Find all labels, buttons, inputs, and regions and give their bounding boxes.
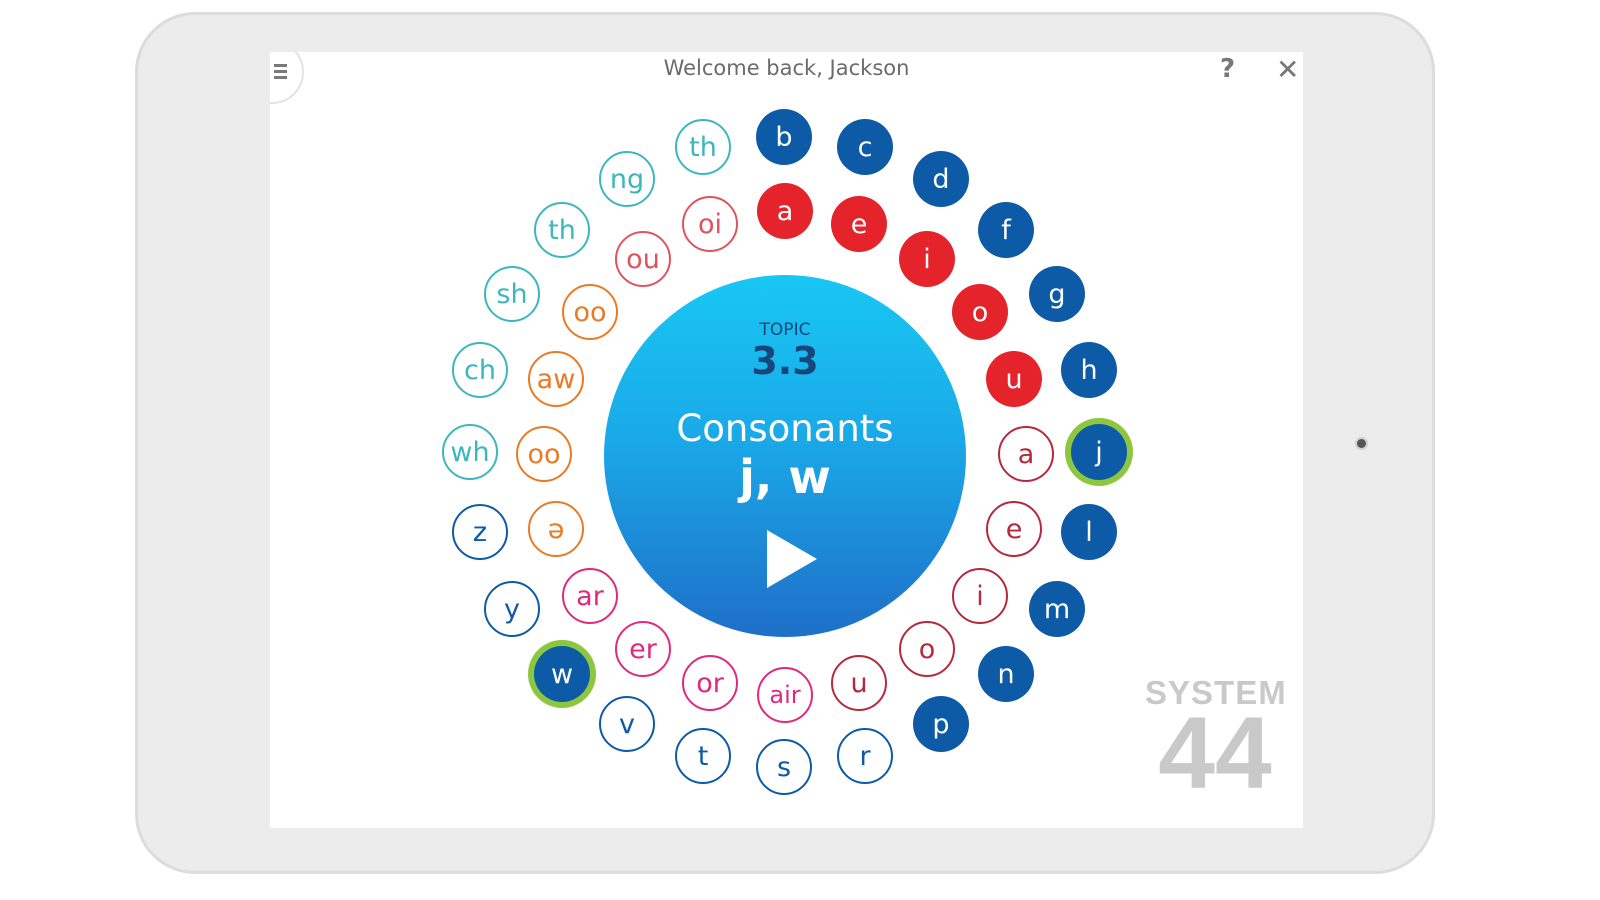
bubble-er[interactable]: er (615, 621, 671, 677)
bubble-ar[interactable]: ar (562, 568, 618, 624)
bubble-th-voiced[interactable]: th (675, 119, 731, 175)
app-screen: Welcome back, Jackson ? ✕ b c d f g h j … (270, 52, 1303, 828)
bubble-ng[interactable]: ng (599, 151, 655, 207)
bubble-or[interactable]: or (682, 655, 738, 711)
topic-label: TOPIC (759, 320, 811, 340)
system44-logo: SYSTEM 44 (1145, 674, 1287, 810)
bubble-v[interactable]: v (599, 696, 655, 752)
bubble-n[interactable]: n (978, 646, 1034, 702)
bubble-long-u[interactable]: u (831, 655, 887, 711)
bubble-c[interactable]: c (837, 119, 893, 175)
tablet-camera (1355, 437, 1368, 450)
bubble-s[interactable]: s (756, 739, 812, 795)
bubble-w-selected[interactable]: w (534, 646, 590, 702)
logo-line1: SYSTEM (1145, 674, 1287, 711)
bubble-y[interactable]: y (484, 581, 540, 637)
bubble-j-selected[interactable]: j (1071, 424, 1127, 480)
bubble-long-e[interactable]: e (986, 501, 1042, 557)
bubble-g[interactable]: g (1029, 266, 1085, 322)
bubble-h[interactable]: h (1061, 342, 1117, 398)
bubble-vowel-u[interactable]: u (986, 351, 1042, 407)
bubble-th[interactable]: th (534, 202, 590, 258)
topic-sounds: j, w (739, 450, 831, 504)
bubble-sh[interactable]: sh (484, 266, 540, 322)
bubble-l[interactable]: l (1061, 504, 1117, 560)
welcome-message: Welcome back, Jackson (663, 56, 910, 80)
bubble-long-i[interactable]: i (952, 568, 1008, 624)
bubble-t[interactable]: t (675, 728, 731, 784)
bubble-vowel-a[interactable]: a (757, 183, 813, 239)
menu-button[interactable] (270, 52, 304, 104)
bubble-wh[interactable]: wh (442, 424, 498, 480)
hamburger-icon (274, 64, 287, 82)
bubble-f[interactable]: f (978, 202, 1034, 258)
bubble-schwa[interactable]: ə (528, 501, 584, 557)
close-icon[interactable]: ✕ (1276, 53, 1300, 86)
logo-line2: 44 (1158, 696, 1272, 810)
bubble-b[interactable]: b (756, 109, 812, 165)
help-icon[interactable]: ? (1220, 54, 1236, 84)
topic-title: Consonants (676, 407, 894, 450)
bubble-aw[interactable]: aw (528, 351, 584, 407)
bubble-vowel-e[interactable]: e (831, 196, 887, 252)
bubble-r[interactable]: r (837, 728, 893, 784)
bubble-long-a[interactable]: a (998, 426, 1054, 482)
bubble-z[interactable]: z (452, 504, 508, 560)
bubble-oo-long[interactable]: oo (562, 284, 618, 340)
play-icon[interactable] (767, 530, 817, 588)
topic-number: 3.3 (751, 339, 819, 383)
bubble-vowel-i[interactable]: i (899, 231, 955, 287)
bubble-m[interactable]: m (1029, 581, 1085, 637)
bubble-oi[interactable]: oi (682, 196, 738, 252)
bubble-long-o[interactable]: o (899, 621, 955, 677)
bubble-air[interactable]: air (757, 667, 813, 723)
bubble-vowel-o[interactable]: o (952, 284, 1008, 340)
bubble-d[interactable]: d (913, 151, 969, 207)
topic-play-button[interactable]: TOPIC 3.3 Consonants j, w (604, 275, 966, 637)
bubble-ch[interactable]: ch (452, 342, 508, 398)
bubble-p[interactable]: p (913, 696, 969, 752)
bubble-ou[interactable]: ou (615, 231, 671, 287)
bubble-oo-short[interactable]: oo (516, 426, 572, 482)
